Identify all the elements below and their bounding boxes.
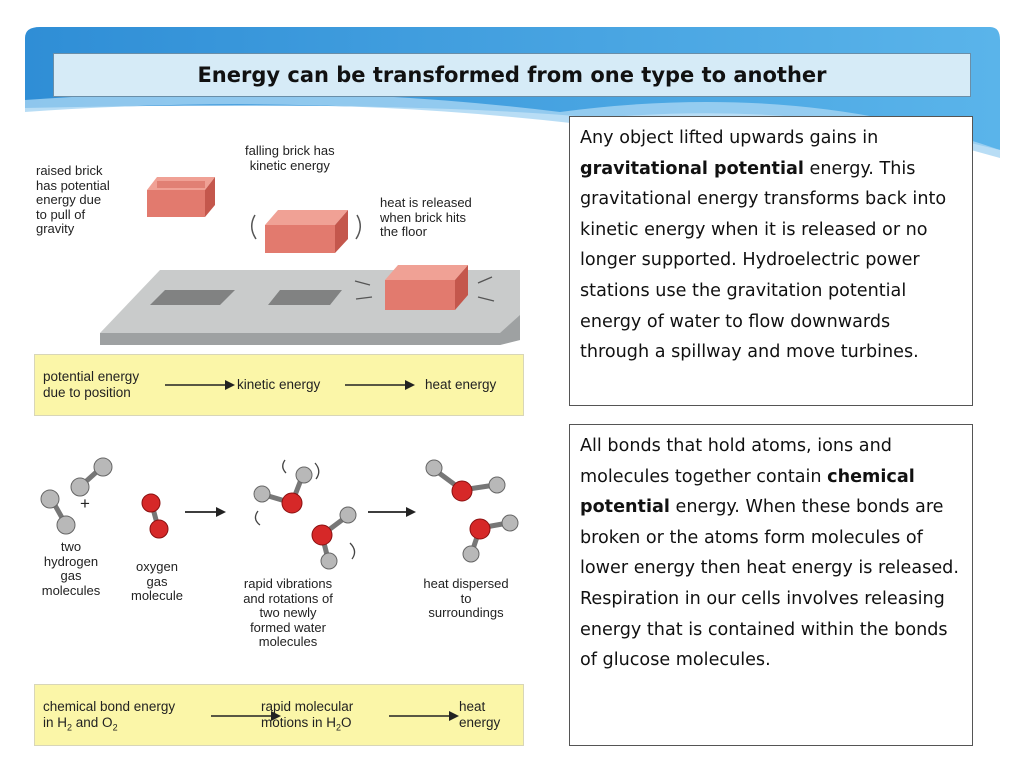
page-title: Energy can be transformed from one type … — [53, 53, 971, 97]
flow-step-kinetic: kinetic energy — [237, 377, 321, 392]
gravitational-potential-term: gravitational potential — [580, 158, 804, 179]
flow-step-heat: heat energy — [425, 377, 497, 392]
plus-sign: + — [80, 494, 90, 513]
chemical-text-body: energy. When these bonds are broken or t… — [580, 497, 959, 671]
chemical-potential-term: chemical potential — [580, 466, 915, 518]
chemical-to-heat-flow: chemical bond energy in H2 and O2 rapid … — [34, 684, 524, 746]
raised-brick — [147, 177, 215, 217]
label-hydrogen-molecules: two hydrogen gas molecules — [34, 539, 108, 598]
label-raised-brick: raised brick has potential energy due to… — [36, 163, 110, 237]
arrow-right-icon — [211, 711, 281, 721]
brick-energy-illustration — [100, 177, 520, 345]
arrow-right-icon — [368, 507, 416, 517]
landed-brick — [354, 265, 495, 310]
label-heat-released: heat is released when brick hits the flo… — [380, 195, 472, 240]
label-rapid-vibrations: rapid vibrations and rotations of two ne… — [228, 576, 348, 650]
arrow-right-icon — [389, 711, 459, 721]
label-falling-brick: falling brick has kinetic energy — [245, 143, 335, 173]
gravitational-text-intro: Any object lifted upwards gains in — [580, 128, 879, 148]
flow-step-molecular-motion: rapid molecular motions in H2O — [261, 699, 354, 733]
label-oxygen-molecule: oxygen gas molecule — [124, 559, 190, 604]
falling-brick — [251, 210, 361, 253]
chemical-text-intro: All bonds that hold atoms, ions and mole… — [580, 436, 892, 487]
flow-step-heat-energy: heat energy — [459, 699, 501, 730]
label-heat-dispersed: heat dispersed to surroundings — [410, 576, 522, 621]
arrow-right-icon — [185, 507, 226, 517]
gravitational-energy-textbox: Any object lifted upwards gains in gravi… — [569, 116, 973, 406]
flow-step-chemical: chemical bond energy in H2 and O2 — [43, 699, 176, 733]
gravitational-text-body: energy. This gravitational energy transf… — [580, 158, 947, 363]
arrow-right-icon — [165, 380, 235, 390]
arrow-right-icon — [345, 380, 415, 390]
chemical-energy-textbox: All bonds that hold atoms, ions and mole… — [569, 424, 973, 746]
flow-step-potential: potential energy due to position — [43, 369, 140, 400]
molecule-energy-illustration — [40, 457, 519, 570]
potential-to-heat-flow: potential energy due to position kinetic… — [34, 354, 524, 416]
